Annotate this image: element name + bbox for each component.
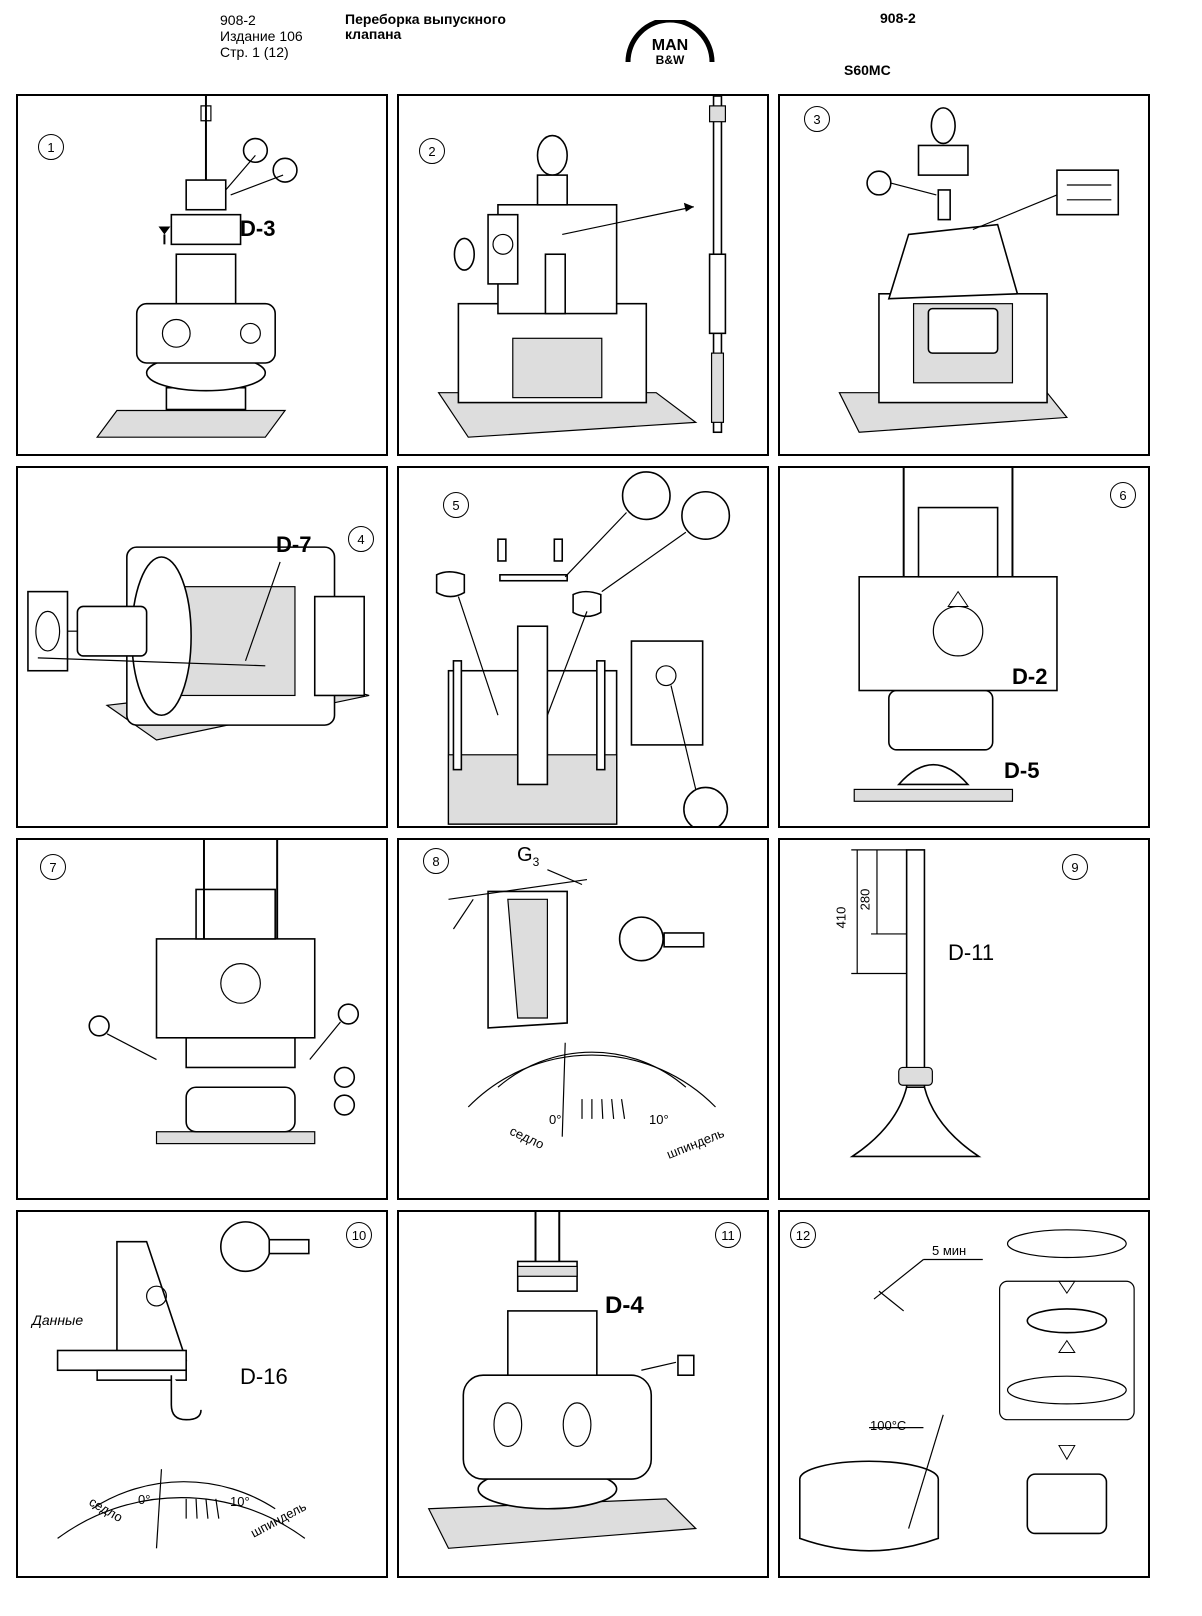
panel-9: 9 410 280 D-11 [778, 838, 1150, 1200]
step-number-9: 9 [1062, 854, 1088, 880]
engine-model: S60MC [844, 62, 891, 78]
bottom-piece-lift-illustration [427, 1212, 698, 1549]
document-title: Переборка выпускного клапана [345, 12, 575, 42]
seat-grinding-illustration [448, 869, 716, 1137]
tool-label-d5: D-5 [1004, 758, 1040, 783]
dimension-410: 410 [833, 906, 849, 929]
step-number-7: 7 [40, 854, 66, 880]
valve-housing-removal-illustration [88, 840, 360, 1145]
spindle-guide-illustration [27, 546, 370, 741]
valve-lifting-illustration [95, 96, 298, 438]
cone-removal-illustration [435, 471, 731, 826]
page-number: Стр. 1 (12) [220, 44, 289, 60]
panel-11: 11 D-4 [397, 1210, 769, 1578]
valve-seat-lift-illustration [853, 468, 1058, 802]
tolerance-label-g3: G3 [517, 844, 539, 869]
step-number-4: 4 [348, 526, 374, 552]
document-info: 908-2 Издание 106 Стр. 1 (12) [220, 12, 303, 60]
panel-10: 10 Данные D-16 седло 0° 10° шпиндель [16, 1210, 388, 1578]
title-line-1: Переборка выпускного [345, 11, 506, 27]
ten-degree-label: 10° [230, 1494, 250, 1509]
panel-3: 3 [778, 94, 1150, 456]
logo-text-top: MAN [652, 37, 688, 54]
logo-text-bottom: B&W [656, 53, 685, 64]
tool-label-d2: D-2 [1012, 664, 1048, 689]
doc-number-right: 908-2 [880, 10, 916, 26]
tool-label-d16: D-16 [240, 1364, 288, 1389]
step-number-8: 8 [423, 848, 449, 874]
panel-4: 4 D-7 [16, 466, 388, 828]
panel-1: 1 D-3 [16, 94, 388, 456]
zero-degree-label: 0° [138, 1492, 151, 1507]
panel-8: 8 G3 седло 0° 10° шпиндель [397, 838, 769, 1200]
doc-number: 908-2 [220, 12, 256, 28]
dimension-280: 280 [857, 888, 873, 911]
step-number-10: 10 [346, 1222, 372, 1248]
g-letter: G [517, 844, 533, 866]
step-number-3: 3 [804, 106, 830, 132]
step-number-1: 1 [38, 134, 64, 160]
data-label: Данные [32, 1312, 84, 1328]
tool-label-d7: D-7 [276, 532, 312, 557]
tool-label-d3: D-3 [240, 216, 276, 241]
heating-assembly-illustration [799, 1229, 1135, 1552]
step-number-12: 12 [790, 1222, 816, 1248]
ten-degree-label: 10° [649, 1112, 669, 1127]
panel-7: 7 [16, 838, 388, 1200]
step-number-2: 2 [419, 138, 445, 164]
man-bw-logo: MAN B&W [622, 17, 718, 67]
temperature-label: 100°C [870, 1418, 907, 1433]
tool-label-d11: D-11 [948, 940, 995, 965]
angle-scale-ticks [581, 1099, 626, 1119]
step-number-11: 11 [715, 1222, 741, 1248]
step-number-5: 5 [443, 492, 469, 518]
cover-removal-illustration [838, 107, 1120, 433]
spindle-measurement-illustration [849, 849, 982, 1158]
g-subscript: 3 [532, 855, 540, 869]
panel-2: 2 [397, 94, 769, 456]
time-label: 5 мин [932, 1243, 967, 1258]
edition: Издание 106 [220, 28, 303, 44]
panel-5: 5 [397, 466, 769, 828]
panel-6: 6 D-2 D-5 [778, 466, 1150, 828]
valve-housing-illustration [437, 96, 727, 438]
spindle-grinding-illustration [56, 1221, 310, 1549]
title-line-2: клапана [345, 26, 402, 42]
panel-12: 12 5 мин 100°C [778, 1210, 1150, 1578]
step-number-6: 6 [1110, 482, 1136, 508]
tool-label-d4: D-4 [605, 1292, 644, 1319]
zero-degree-label: 0° [549, 1112, 562, 1127]
